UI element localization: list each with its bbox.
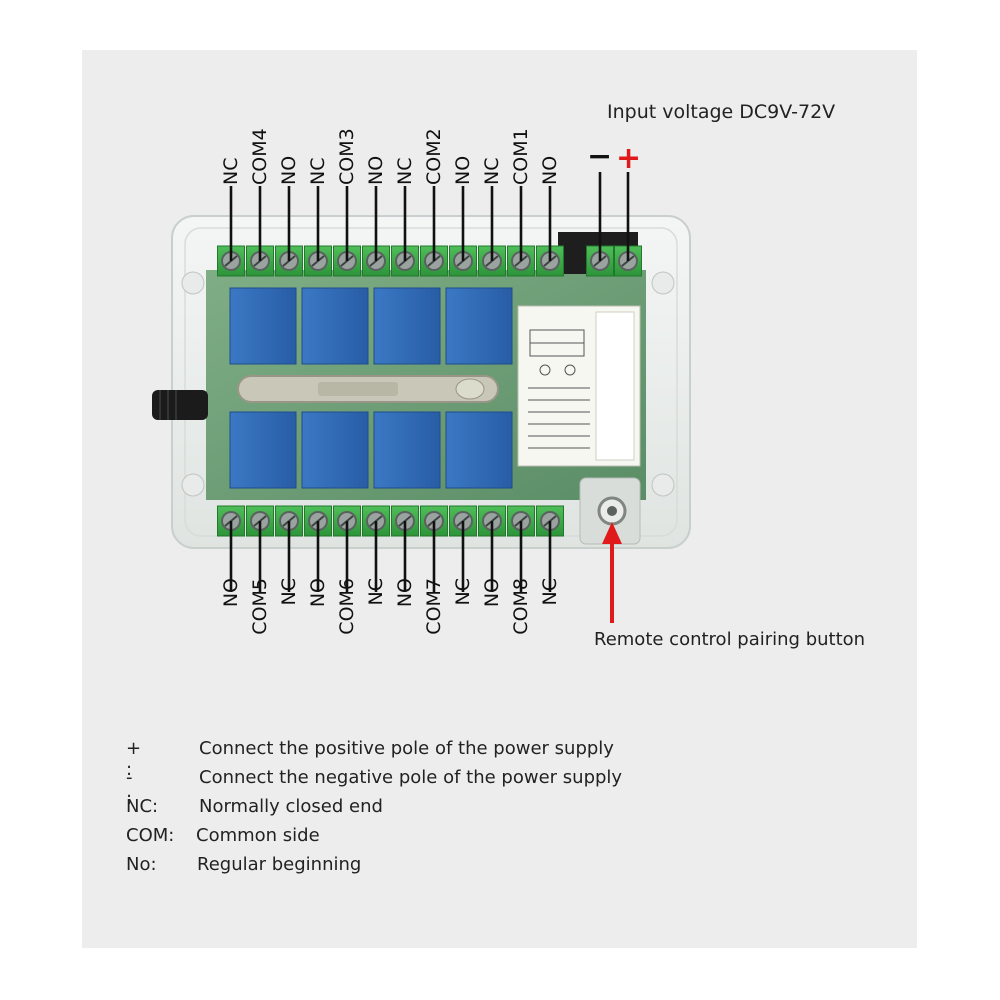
lead-lines xyxy=(229,172,630,592)
bottom-terminal-label: NC xyxy=(365,578,387,606)
bottom-terminal-label: COM7 xyxy=(423,578,445,635)
top-terminal-label: NC xyxy=(394,157,416,185)
pairing-arrow xyxy=(602,522,622,623)
bottom-terminal-label: NO xyxy=(481,578,503,608)
bottom-terminal-label: NC xyxy=(278,578,300,606)
relays-top xyxy=(229,287,513,365)
bottom-terminal-label: NO xyxy=(220,578,242,608)
relay-3 xyxy=(373,287,441,365)
top-terminal-label: NO xyxy=(452,155,474,185)
legend-key: - : xyxy=(126,767,133,809)
top-terminal-label: NO xyxy=(278,155,300,185)
mount-hole xyxy=(651,271,675,295)
top-terminal-label: COM3 xyxy=(336,128,358,185)
top-terminal-label: COM2 xyxy=(423,128,445,185)
antenna xyxy=(152,390,208,420)
relay-1 xyxy=(229,287,297,365)
bottom-terminal-label: NC xyxy=(452,578,474,606)
bottom-terminal-label: NO xyxy=(307,578,329,608)
mount-hole xyxy=(651,473,675,497)
mount-hole xyxy=(181,473,205,497)
bottom-terminal-label: COM8 xyxy=(510,578,532,635)
relay-5 xyxy=(229,411,297,489)
minus-sign: − xyxy=(587,139,613,174)
relay-2 xyxy=(301,287,369,365)
bottom-terminal xyxy=(478,505,506,537)
pairing-button-center xyxy=(607,506,617,516)
relay-8 xyxy=(445,411,513,489)
product-sticker xyxy=(517,305,641,467)
top-terminal-label: NC xyxy=(220,157,242,185)
pairing-button-label: Remote control pairing button xyxy=(594,629,866,650)
legend-key: No: xyxy=(126,854,157,875)
crystal xyxy=(318,382,398,396)
plus-sign: + xyxy=(616,141,642,176)
relays-bottom xyxy=(229,411,513,489)
bottom-terminal-label: NC xyxy=(539,578,561,606)
top-terminal-label: NC xyxy=(481,157,503,185)
crystal-end xyxy=(455,378,485,400)
power-terminal-strip xyxy=(586,245,642,277)
bottom-terminal-label: COM6 xyxy=(336,578,358,635)
legend-description: Common side xyxy=(196,825,320,846)
legend-description: Normally closed end xyxy=(199,796,383,817)
legend-description: Connect the positive pole of the power s… xyxy=(199,738,614,759)
bottom-terminal-label: COM5 xyxy=(249,578,271,635)
legend-key: COM: xyxy=(126,825,175,846)
legend-key: NC: xyxy=(126,796,159,817)
relay-4 xyxy=(445,287,513,365)
mount-hole xyxy=(181,271,205,295)
top-terminal-label: COM4 xyxy=(249,128,271,185)
legend-description: Connect the negative pole of the power s… xyxy=(199,767,623,788)
legend-key: + : xyxy=(126,738,142,780)
relay-6 xyxy=(301,411,369,489)
top-terminal-label: NO xyxy=(365,155,387,185)
top-terminal-label: NC xyxy=(307,157,329,185)
bottom-terminal-label: NO xyxy=(394,578,416,608)
legend-description: Regular beginning xyxy=(197,854,362,875)
input-voltage-label: Input voltage DC9V-72V xyxy=(607,101,836,123)
top-terminal-label: NO xyxy=(539,155,561,185)
relay-7 xyxy=(373,411,441,489)
top-terminal-label: COM1 xyxy=(510,128,532,185)
